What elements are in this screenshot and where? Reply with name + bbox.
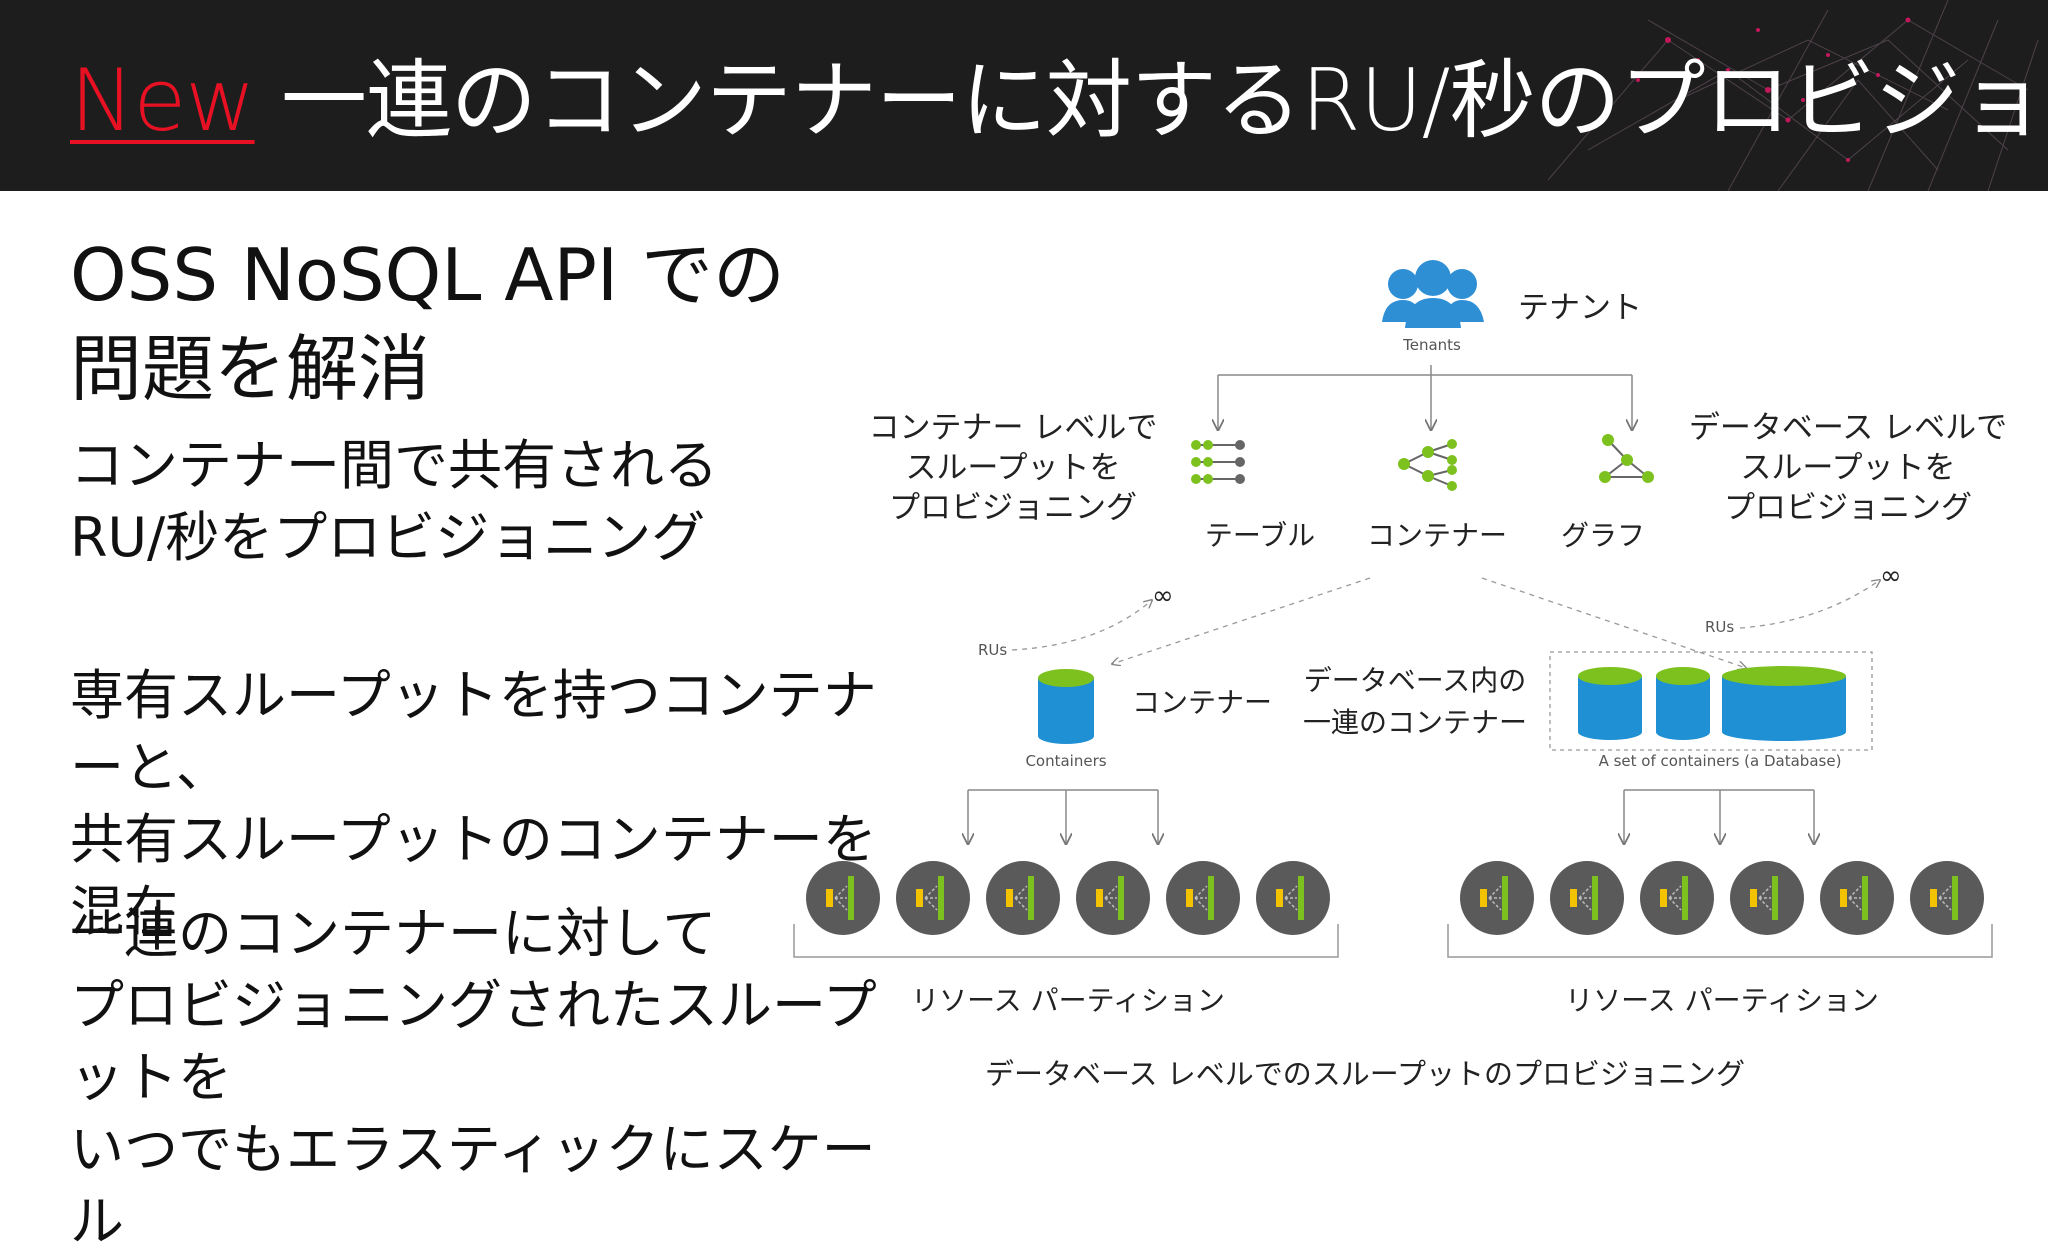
partition-brackets	[793, 924, 1993, 958]
heading-line-2: 問題を解消	[70, 327, 431, 411]
resource-partition-icon	[1550, 861, 1624, 935]
section-heading: OSS NoSQL API での 問題を解消	[70, 228, 870, 416]
point-3-line-1: 一連のコンテナーに対して	[70, 902, 717, 965]
resource-partition-icon	[1730, 861, 1804, 935]
resource-partition-icon	[1256, 861, 1330, 935]
database-cylinders-icon	[1578, 666, 1846, 741]
resource-partition-icon	[1076, 861, 1150, 935]
rus-label-left: RUs	[978, 641, 1007, 659]
database-level-line-2: スループットを	[1740, 450, 1955, 486]
database-set-box	[1549, 651, 1873, 751]
container-level-line-2: スループットを	[905, 450, 1120, 486]
resource-partition-label-right: リソース パーティション	[1565, 984, 1879, 1017]
tenants-icon	[1382, 260, 1484, 328]
database-level-line-1: データベース レベルで	[1689, 410, 2007, 446]
containers-jp-label: コンテナー	[1132, 686, 1272, 719]
container-type-icon	[1398, 439, 1457, 491]
point-2-line-2: 共有スループットのコンテナーを混在	[70, 808, 877, 943]
dashed-connectors	[1011, 577, 1880, 668]
point-2-line-1: 専有スループットを持つコンテナーと、	[70, 664, 877, 799]
resource-partitions-right	[1460, 861, 1984, 935]
infinity-left-icon: ∞	[1152, 581, 1174, 611]
resource-partition-icon	[1820, 861, 1894, 935]
container-cylinder-icon	[1038, 669, 1094, 744]
network-decoration	[1547, 0, 2039, 191]
container-level-line-1: コンテナー レベルで	[869, 410, 1158, 446]
resource-partition-icon	[896, 861, 970, 935]
resource-partitions-left	[806, 861, 1330, 935]
tenants-label: Tenants	[1402, 336, 1461, 354]
point-1: コンテナー間で共有される RU/秒をプロビジョニング	[70, 430, 870, 574]
resource-partition-icon	[1910, 861, 1984, 935]
point-2: 専有スループットを持つコンテナーと、 共有スループットのコンテナーを混在	[70, 660, 890, 948]
infinity-right-icon: ∞	[1880, 561, 1902, 591]
graph-icon	[1599, 434, 1654, 483]
tenant-connectors	[1218, 365, 1632, 430]
title-text: 一連のコンテナーに対するRU/秒のプロビジョニング	[280, 51, 2048, 151]
point-1-line-2: RU/秒をプロビジョニング	[70, 506, 706, 569]
tenants-jp-label: テナント	[1518, 290, 1642, 326]
resource-partition-icon	[806, 861, 880, 935]
type-label-table: テーブル	[1205, 519, 1315, 552]
container-level-line-3: プロビジョニング	[889, 490, 1137, 526]
table-icon	[1191, 440, 1245, 484]
diagram-caption: データベース レベルでのスループットのプロビジョニング	[985, 1057, 1745, 1091]
db-set-line-1: データベース内の	[1304, 664, 1527, 697]
resource-partition-label-left: リソース パーティション	[911, 984, 1225, 1017]
resource-partition-icon	[1460, 861, 1534, 935]
slide-title: New 一連のコンテナーに対するRU/秒のプロビジョニング	[70, 58, 2048, 144]
containers-en-label: Containers	[1025, 752, 1106, 770]
heading-line-1: OSS NoSQL API での	[70, 233, 786, 317]
new-badge: New	[70, 51, 256, 151]
resource-partition-icon	[1640, 861, 1714, 935]
container-level-label: コンテナー レベルで スループットを プロビジョニング	[869, 410, 1158, 526]
throughput-diagram: Tenants テナント コンテナー レベルで スループットを プロビジョニング…	[793, 260, 2007, 1091]
database-level-label: データベース レベルで スループットを プロビジョニング	[1689, 410, 2007, 526]
resource-partition-icon	[986, 861, 1060, 935]
resource-partition-icon	[1166, 861, 1240, 935]
rus-label-right: RUs	[1705, 618, 1734, 636]
db-set-en-label: A set of containers (a Database)	[1599, 752, 1842, 770]
partition-connectors	[968, 789, 1814, 844]
type-label-graph: グラフ	[1561, 519, 1645, 552]
db-set-line-2: 一連のコンテナー	[1303, 706, 1527, 739]
database-level-line-3: プロビジョニング	[1724, 490, 1972, 526]
point-3-line-2: プロビジョニングされたスループットを	[70, 974, 877, 1109]
point-1-line-1: コンテナー間で共有される	[70, 434, 718, 497]
title-bar: New 一連のコンテナーに対するRU/秒のプロビジョニング	[0, 0, 2048, 191]
type-label-container: コンテナー	[1367, 519, 1507, 552]
